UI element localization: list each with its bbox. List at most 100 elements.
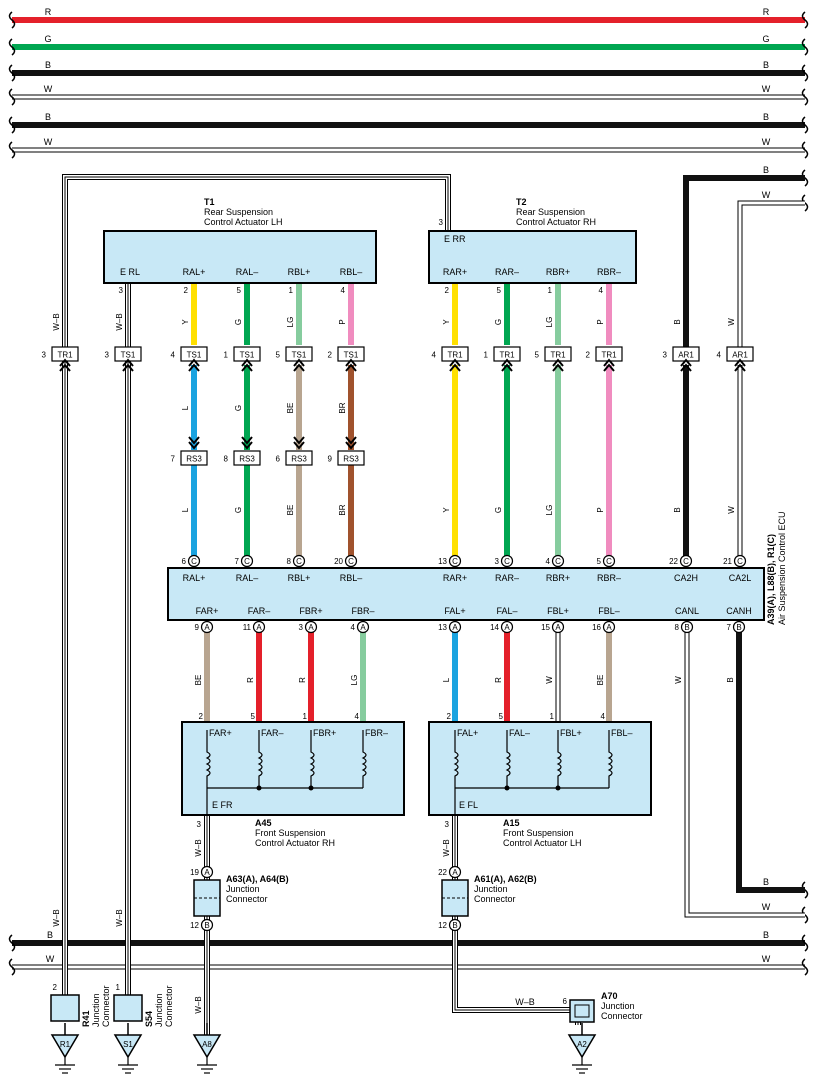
s54-sub2: Connector [164, 985, 174, 1027]
wires [62, 174, 805, 1040]
ecu-bottom-pin-5 [500, 620, 514, 634]
ecu-top-pin-5 [500, 554, 514, 568]
low-color-right-1: G [494, 507, 503, 513]
t2-box [428, 230, 637, 284]
bus-bottom-break-right-0 [801, 934, 809, 952]
ground-s1-label: S1 [123, 1040, 133, 1049]
ar1-color-low-0: B [673, 507, 682, 512]
a45-coil-1 [257, 730, 263, 788]
a8-wire-label: W–B [194, 996, 203, 1013]
ecu-top-pin-6-letter: C [555, 557, 561, 566]
wire-canl-outline [684, 627, 805, 918]
r41-wire-label: W–B [52, 909, 61, 926]
conn-ar1-1-label: AR1 [732, 351, 748, 360]
a70-code: A70 [601, 991, 618, 1001]
chev-ts1-erl [122, 358, 134, 372]
low-color-right-0: Y [442, 507, 451, 513]
bus-bottom-label-left-1: W [46, 954, 55, 964]
conn-tr1-left-pin: 3 [42, 351, 47, 360]
ecu-top-pin-1-letter: C [244, 557, 250, 566]
conn-ts1-erl-label: TS1 [121, 351, 136, 360]
t2-code: T2 [516, 197, 527, 207]
a45-coil-3 [361, 730, 367, 788]
ecu-top-pin-2 [292, 554, 306, 568]
a70-sub2: Connector [601, 1011, 643, 1021]
ecu-bottom-pin-6 [551, 620, 565, 634]
wire-ar1-w-top [738, 201, 805, 355]
r41-sub1: Junction [91, 993, 101, 1027]
ecu-top-pin-num-3: 20 [334, 557, 343, 566]
ground-a2-triangle [567, 1034, 597, 1059]
a45-pin-0: FAR+ [209, 728, 232, 738]
jc-right-sub1: Junction [226, 884, 260, 894]
a45-pin-2: FBR+ [313, 728, 336, 738]
front-rh-color-2: R [298, 677, 307, 683]
a70-wire-label: W–B [515, 997, 535, 1007]
bus-top-break-left-3 [8, 88, 16, 106]
bus-top-label-left-2: B [45, 60, 51, 70]
ecu-box [167, 567, 765, 621]
a15-wire-label: W–B [442, 839, 451, 856]
ecu-bottom-label-8: CANL [675, 606, 699, 616]
bus-bottom-break-right-1 [801, 958, 809, 976]
bus-top-break-left-2 [8, 64, 16, 82]
ecu-top-pin-3 [344, 554, 358, 568]
ecu-top-pin-9 [733, 554, 747, 568]
ecu-bottom-pin-num-4: 13 [438, 623, 447, 632]
r41-sub2: Connector [101, 985, 111, 1027]
conn-ts1-2-label: TS1 [292, 351, 307, 360]
a15-pin-2: FBL+ [560, 728, 582, 738]
ecu-top-pin-2-letter: C [296, 557, 302, 566]
a15-junction-2 [555, 785, 561, 791]
ecu-bottom-pin-7-letter: A [606, 623, 612, 632]
a15-pin-num-2: 1 [550, 712, 555, 721]
ground-a8-triangle [192, 1034, 222, 1059]
ecu-bottom-pin-1-letter: A [256, 623, 262, 632]
ground-r1-triangle [50, 1034, 80, 1059]
chev-tr1-left [59, 358, 71, 372]
r41-box [50, 994, 80, 1022]
t1-pin-num-3: 4 [341, 286, 346, 295]
bus-top-break-left-1 [8, 38, 16, 56]
bus-top-break-left-4 [8, 116, 16, 134]
can-color-l: W [674, 676, 683, 684]
ecu-bottom-label-0: FAR+ [196, 606, 219, 616]
jc-right-pin-b-letter: B [204, 921, 209, 930]
ecu-top-label-1: RAL– [236, 573, 259, 583]
low-color-left-0: L [181, 507, 190, 512]
low-color-right-3: P [596, 507, 605, 512]
jc-right-pin-a-letter: A [204, 868, 210, 877]
a45-pin-num-2: 1 [303, 712, 308, 721]
a15-box [428, 721, 652, 816]
wire-canl [685, 627, 805, 917]
a70-box [569, 999, 595, 1023]
bus-top-label-right-3: W [762, 84, 771, 94]
bus-top-label-left-1: G [44, 34, 51, 44]
chev-tr1-1 [501, 358, 513, 372]
bus-top-label-left-5: W [44, 137, 53, 147]
conn-tr1-0-label: TR1 [447, 351, 463, 360]
ecu-bottom-label-7: FBL– [598, 606, 620, 616]
conn-tr1-2-label: TR1 [550, 351, 566, 360]
ecu-bottom-pin-4 [448, 620, 462, 634]
conn-rs3-2-label: RS3 [291, 455, 307, 464]
t2-title2: Control Actuator RH [516, 217, 596, 227]
front-rh-color-0: BE [194, 675, 203, 686]
a45-coil-2 [309, 730, 315, 788]
ecu-top-label-2: RBL+ [288, 573, 311, 583]
jc-right-sub2: Connector [226, 894, 268, 904]
conn-rs3-0-pin: 7 [171, 455, 176, 464]
conn-ts1-0-pin: 4 [171, 351, 176, 360]
bus-top-break-right-2 [801, 64, 809, 82]
ecu-bottom-pin-9 [732, 620, 746, 634]
r41-code: R41 [81, 1010, 91, 1027]
ecu-bottom-pin-num-6: 15 [541, 623, 550, 632]
ecu-top-pin-6 [551, 554, 565, 568]
jc-left-pin-b-letter: B [452, 921, 457, 930]
bus-top-label-left-4: B [45, 112, 51, 122]
ecu-top-label-8: CA2H [674, 573, 698, 583]
bus-top-break-right-5 [801, 141, 809, 159]
bus-bottom-label-right-0: B [763, 930, 769, 940]
